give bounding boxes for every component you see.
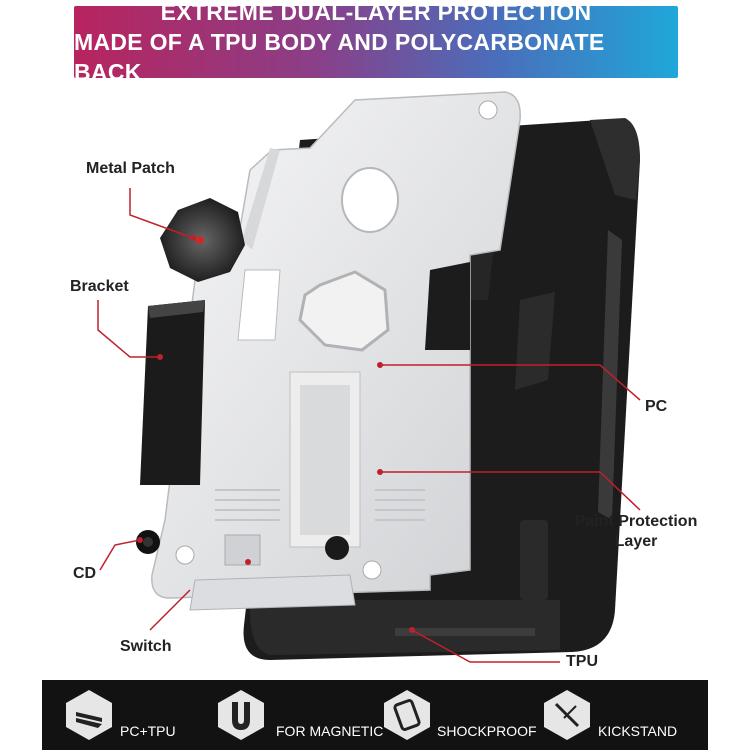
features-bar <box>42 680 708 750</box>
feature-label-magnetic: FOR MAGNETIC <box>276 723 384 739</box>
magnet-ring-cutout <box>298 270 390 352</box>
header-banner: EXTREME DUAL-LAYER PROTECTION MADE OF A … <box>74 0 678 85</box>
label-switch: Switch <box>120 638 172 655</box>
feature-label-kickstand: KICKSTAND <box>598 723 678 739</box>
cd-part <box>136 530 160 554</box>
label-metal-patch: Metal Patch <box>86 160 175 177</box>
feature-label-shockproof: SHOCKPROOF <box>437 723 537 739</box>
pc-shell <box>151 91 521 611</box>
kickstand-icon <box>544 690 590 740</box>
banner-line-1: EXTREME DUAL-LAYER PROTECTION <box>160 0 592 25</box>
phone-shock-icon <box>384 690 430 740</box>
callout-lines <box>97 188 641 663</box>
label-tpu: TPU <box>566 653 598 670</box>
label-bracket: Bracket <box>70 278 129 295</box>
side-button-guard <box>520 520 548 600</box>
switch-slider <box>189 574 356 611</box>
label-paint-protection: Paint Protection Layer <box>572 512 700 552</box>
metal-patch-part <box>160 198 245 282</box>
camera-cutout <box>341 167 399 233</box>
label-paint-line-1: Paint Protection <box>574 513 698 530</box>
banner-line-2: MADE OF A TPU BODY AND POLYCARBONATE BAC… <box>74 29 605 85</box>
label-cd: CD <box>73 565 97 582</box>
magnet-icon <box>218 690 264 740</box>
layers-icon <box>66 690 112 740</box>
cd-screw-right <box>325 536 349 560</box>
label-paint-line-2: Layer <box>614 533 658 550</box>
bracket-part <box>140 300 205 485</box>
phone-case-exploded-illustration <box>97 91 641 663</box>
feature-label-pc-tpu: PC+TPU <box>120 723 176 739</box>
label-pc: PC <box>645 398 668 415</box>
